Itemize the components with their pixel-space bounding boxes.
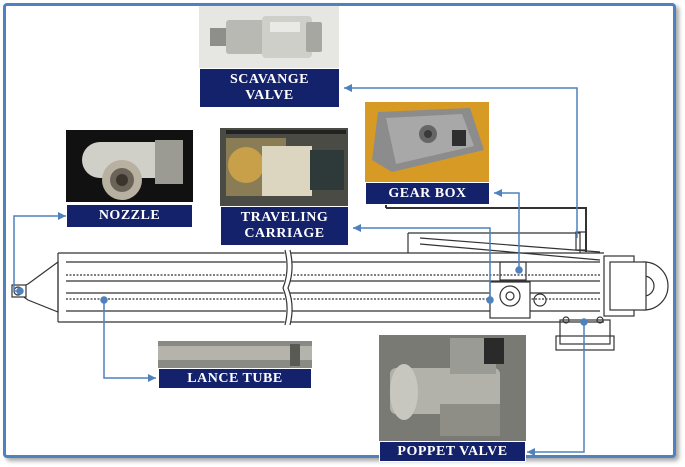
- leader-lines: [13, 84, 588, 456]
- scavenge-valve-photo: [199, 6, 339, 68]
- nozzle-label: NOZZLE: [66, 204, 193, 228]
- poppet-valve-photo: [379, 335, 526, 445]
- gear-box-label: GEAR BOX: [365, 182, 490, 205]
- poppet-valve-label: POPPET VALVE: [379, 441, 526, 462]
- leader-gear-box: [494, 192, 520, 270]
- leader-traveling-carriage: [353, 227, 491, 300]
- gear-box-photo: [365, 102, 489, 182]
- leader-scavenge-valve: [344, 87, 578, 238]
- traveling-carriage-photo: [220, 128, 348, 206]
- nozzle-photo: [66, 130, 193, 202]
- lance-assembly-drawing: [11, 182, 669, 351]
- leader-poppet-valve: [527, 322, 585, 453]
- lance-tube-photo: [158, 341, 312, 371]
- lance-tube-label: LANCE TUBE: [158, 368, 312, 389]
- traveling-carriage-label: TRAVELING CARRIAGE: [220, 206, 349, 246]
- leader-lance-tube: [103, 300, 156, 379]
- scavenge-valve-label: SCAVANGE VALVE: [199, 68, 340, 108]
